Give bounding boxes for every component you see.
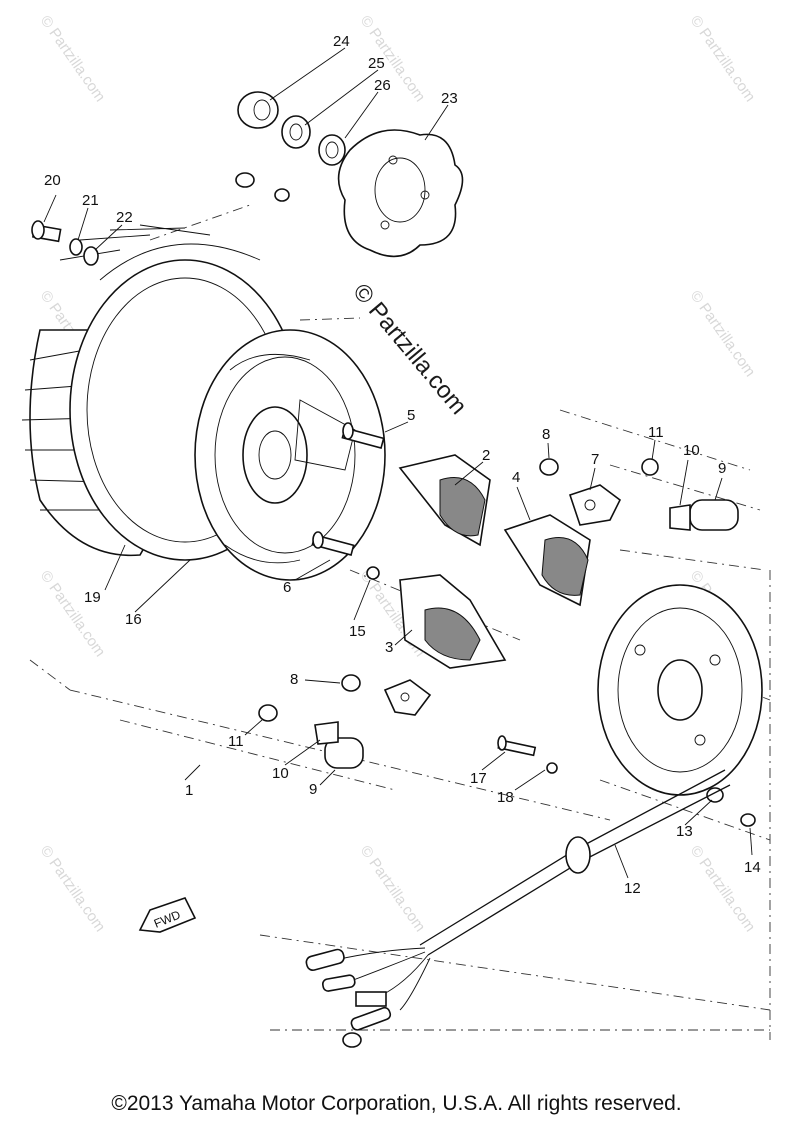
wire-harness-12 (305, 769, 731, 1048)
screw-8-upper (539, 458, 559, 476)
forward-direction-arrow: FWD (138, 897, 197, 933)
callout-15: 15 (349, 623, 366, 640)
screw-13 (706, 787, 724, 803)
callout-4: 4 (512, 469, 520, 486)
callout-16: 16 (125, 611, 142, 628)
screw-8-lower (341, 674, 361, 692)
watermark-tile: © Partzilla.com (37, 568, 109, 661)
callout-5: 5 (407, 407, 415, 424)
screw-11-lower (258, 704, 278, 722)
contact-breaker-7 (568, 484, 622, 526)
callout-3: 3 (385, 639, 393, 656)
contact-breaker-lower (383, 679, 432, 716)
callout-23: 23 (441, 90, 458, 107)
callout-26: 26 (374, 77, 391, 94)
watermark-tile: © Partzilla.com (37, 13, 109, 106)
callout-10-lower: 10 (272, 765, 289, 782)
washer-22 (83, 246, 99, 266)
callout-11-lower: 11 (228, 733, 244, 750)
condenser-9-upper (669, 499, 739, 531)
stator-base-plate (597, 584, 763, 796)
callout-labels: 24 25 26 23 20 21 22 5 2 8 7 4 11 10 9 6… (44, 33, 761, 897)
condenser-9-lower (314, 721, 364, 769)
callout-22: 22 (116, 209, 133, 226)
callout-10-upper: 10 (683, 442, 700, 459)
watermark-tile: © Partzilla.com (687, 13, 759, 106)
small-screws (235, 172, 290, 202)
callout-17: 17 (470, 770, 487, 787)
bolt-20 (31, 220, 62, 243)
screw-14 (740, 813, 756, 827)
pin-17 (497, 735, 537, 757)
bearing-24 (237, 91, 279, 129)
rotor (194, 329, 386, 581)
bolt-6 (311, 531, 355, 556)
seal-25 (281, 115, 311, 149)
callout-13: 13 (676, 823, 693, 840)
coil-4 (503, 514, 591, 607)
watermark-tile: © Partzilla.com (357, 843, 429, 936)
callout-24: 24 (333, 33, 350, 50)
callout-8-lower: 8 (290, 671, 298, 688)
callout-14: 14 (744, 859, 761, 876)
clip-15 (366, 566, 380, 580)
callout-8-upper: 8 (542, 426, 550, 443)
leader-lines (43, 47, 753, 879)
watermark-tile: © Partzilla.com (37, 843, 109, 936)
callout-12: 12 (624, 880, 641, 897)
callout-6: 6 (283, 579, 291, 596)
watermark-tile: © Partzilla.com (687, 843, 759, 936)
coil-3 (399, 574, 507, 669)
copyright-notice: ©2013 Yamaha Motor Corporation, U.S.A. A… (111, 1092, 682, 1115)
washer-18 (546, 762, 558, 774)
callout-7: 7 (591, 451, 599, 468)
callout-19: 19 (84, 589, 101, 606)
bolt-5 (341, 422, 385, 449)
callout-2: 2 (482, 447, 490, 464)
washer-21 (69, 238, 83, 256)
coil-2 (398, 454, 491, 547)
callout-9-lower: 9 (309, 781, 317, 798)
callout-20: 20 (44, 172, 61, 189)
parts-diagram: © Partzilla.com © Partzilla.com © Partzi… (21, 13, 771, 1048)
screw-11-upper (641, 458, 659, 476)
callout-25: 25 (368, 55, 385, 72)
callout-21: 21 (82, 192, 99, 209)
callout-11-upper: 11 (648, 424, 664, 441)
callout-18: 18 (497, 789, 514, 806)
watermark-tile: © Partzilla.com (687, 288, 759, 381)
plate-23 (337, 129, 464, 258)
callout-9-upper: 9 (718, 460, 726, 477)
seal-26 (318, 134, 346, 166)
callout-1: 1 (185, 782, 193, 799)
